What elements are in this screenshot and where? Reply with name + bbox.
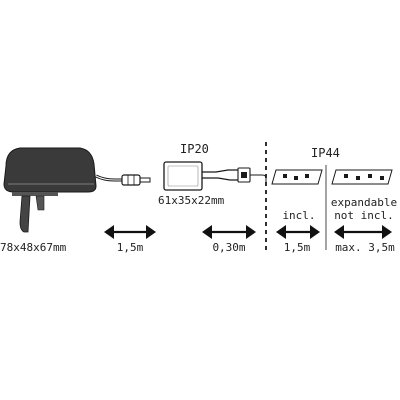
adapter-cable <box>95 174 151 186</box>
led-strip-expandable-icon <box>331 169 393 185</box>
strip-ip-rating: IP44 <box>311 146 340 160</box>
led-strip-included-icon <box>271 169 323 185</box>
power-adapter-icon <box>3 147 97 233</box>
strip-included-label: incl. <box>282 209 316 222</box>
adapter-dimensions: 78x48x67mm <box>0 241 67 254</box>
expandable-label-line2: not incl. <box>334 209 394 222</box>
length-label-strip: 1,5m <box>283 241 311 254</box>
controller-ip-rating: IP20 <box>180 142 209 156</box>
length-arrow-strip <box>276 225 320 239</box>
expandable-label-line1: expandable <box>330 196 398 209</box>
length-label-cable: 1,5m <box>116 241 144 254</box>
length-label-controller: 0,30m <box>212 241 246 254</box>
length-label-expandable: max. 3,5m <box>335 241 395 254</box>
length-arrow-cable <box>104 225 156 239</box>
controller-dimensions: 61x35x22mm <box>158 194 225 207</box>
controller-icon <box>163 161 267 191</box>
length-arrow-expandable <box>334 225 392 239</box>
length-arrow-controller <box>202 225 256 239</box>
